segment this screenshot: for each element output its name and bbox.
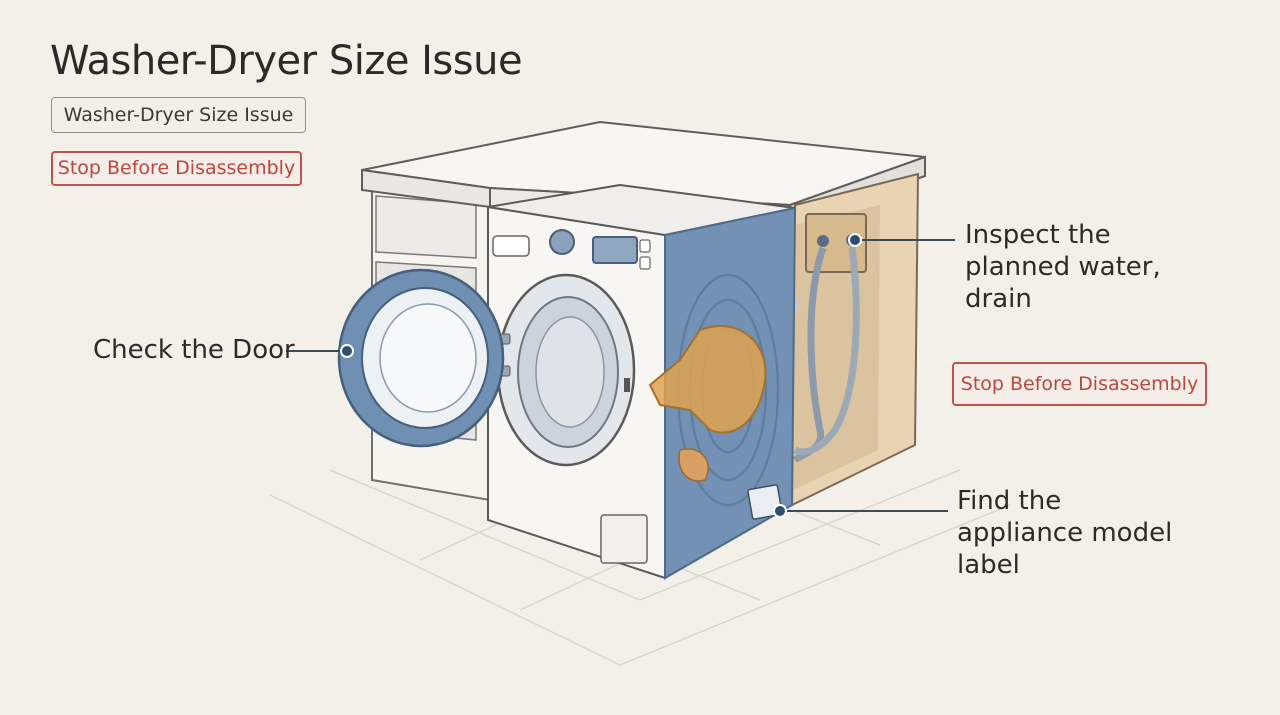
callout-model-label: Find the appliance model label xyxy=(957,486,1173,580)
washer-door xyxy=(337,268,511,448)
callout-water-label: Inspect the planned water, drain xyxy=(965,220,1161,314)
warning-tag-right: Stop Before Disassembly xyxy=(952,362,1207,406)
warning-tag-top: Stop Before Disassembly xyxy=(51,151,302,186)
callout-lines xyxy=(286,239,955,512)
washer-body xyxy=(487,183,797,580)
callout-dots xyxy=(340,233,862,518)
callout-door-label: Check the Door xyxy=(93,335,295,365)
page-title: Washer-Dryer Size Issue xyxy=(50,38,523,84)
section-tag: Washer-Dryer Size Issue xyxy=(51,97,306,133)
wall-cabinet xyxy=(780,172,920,507)
